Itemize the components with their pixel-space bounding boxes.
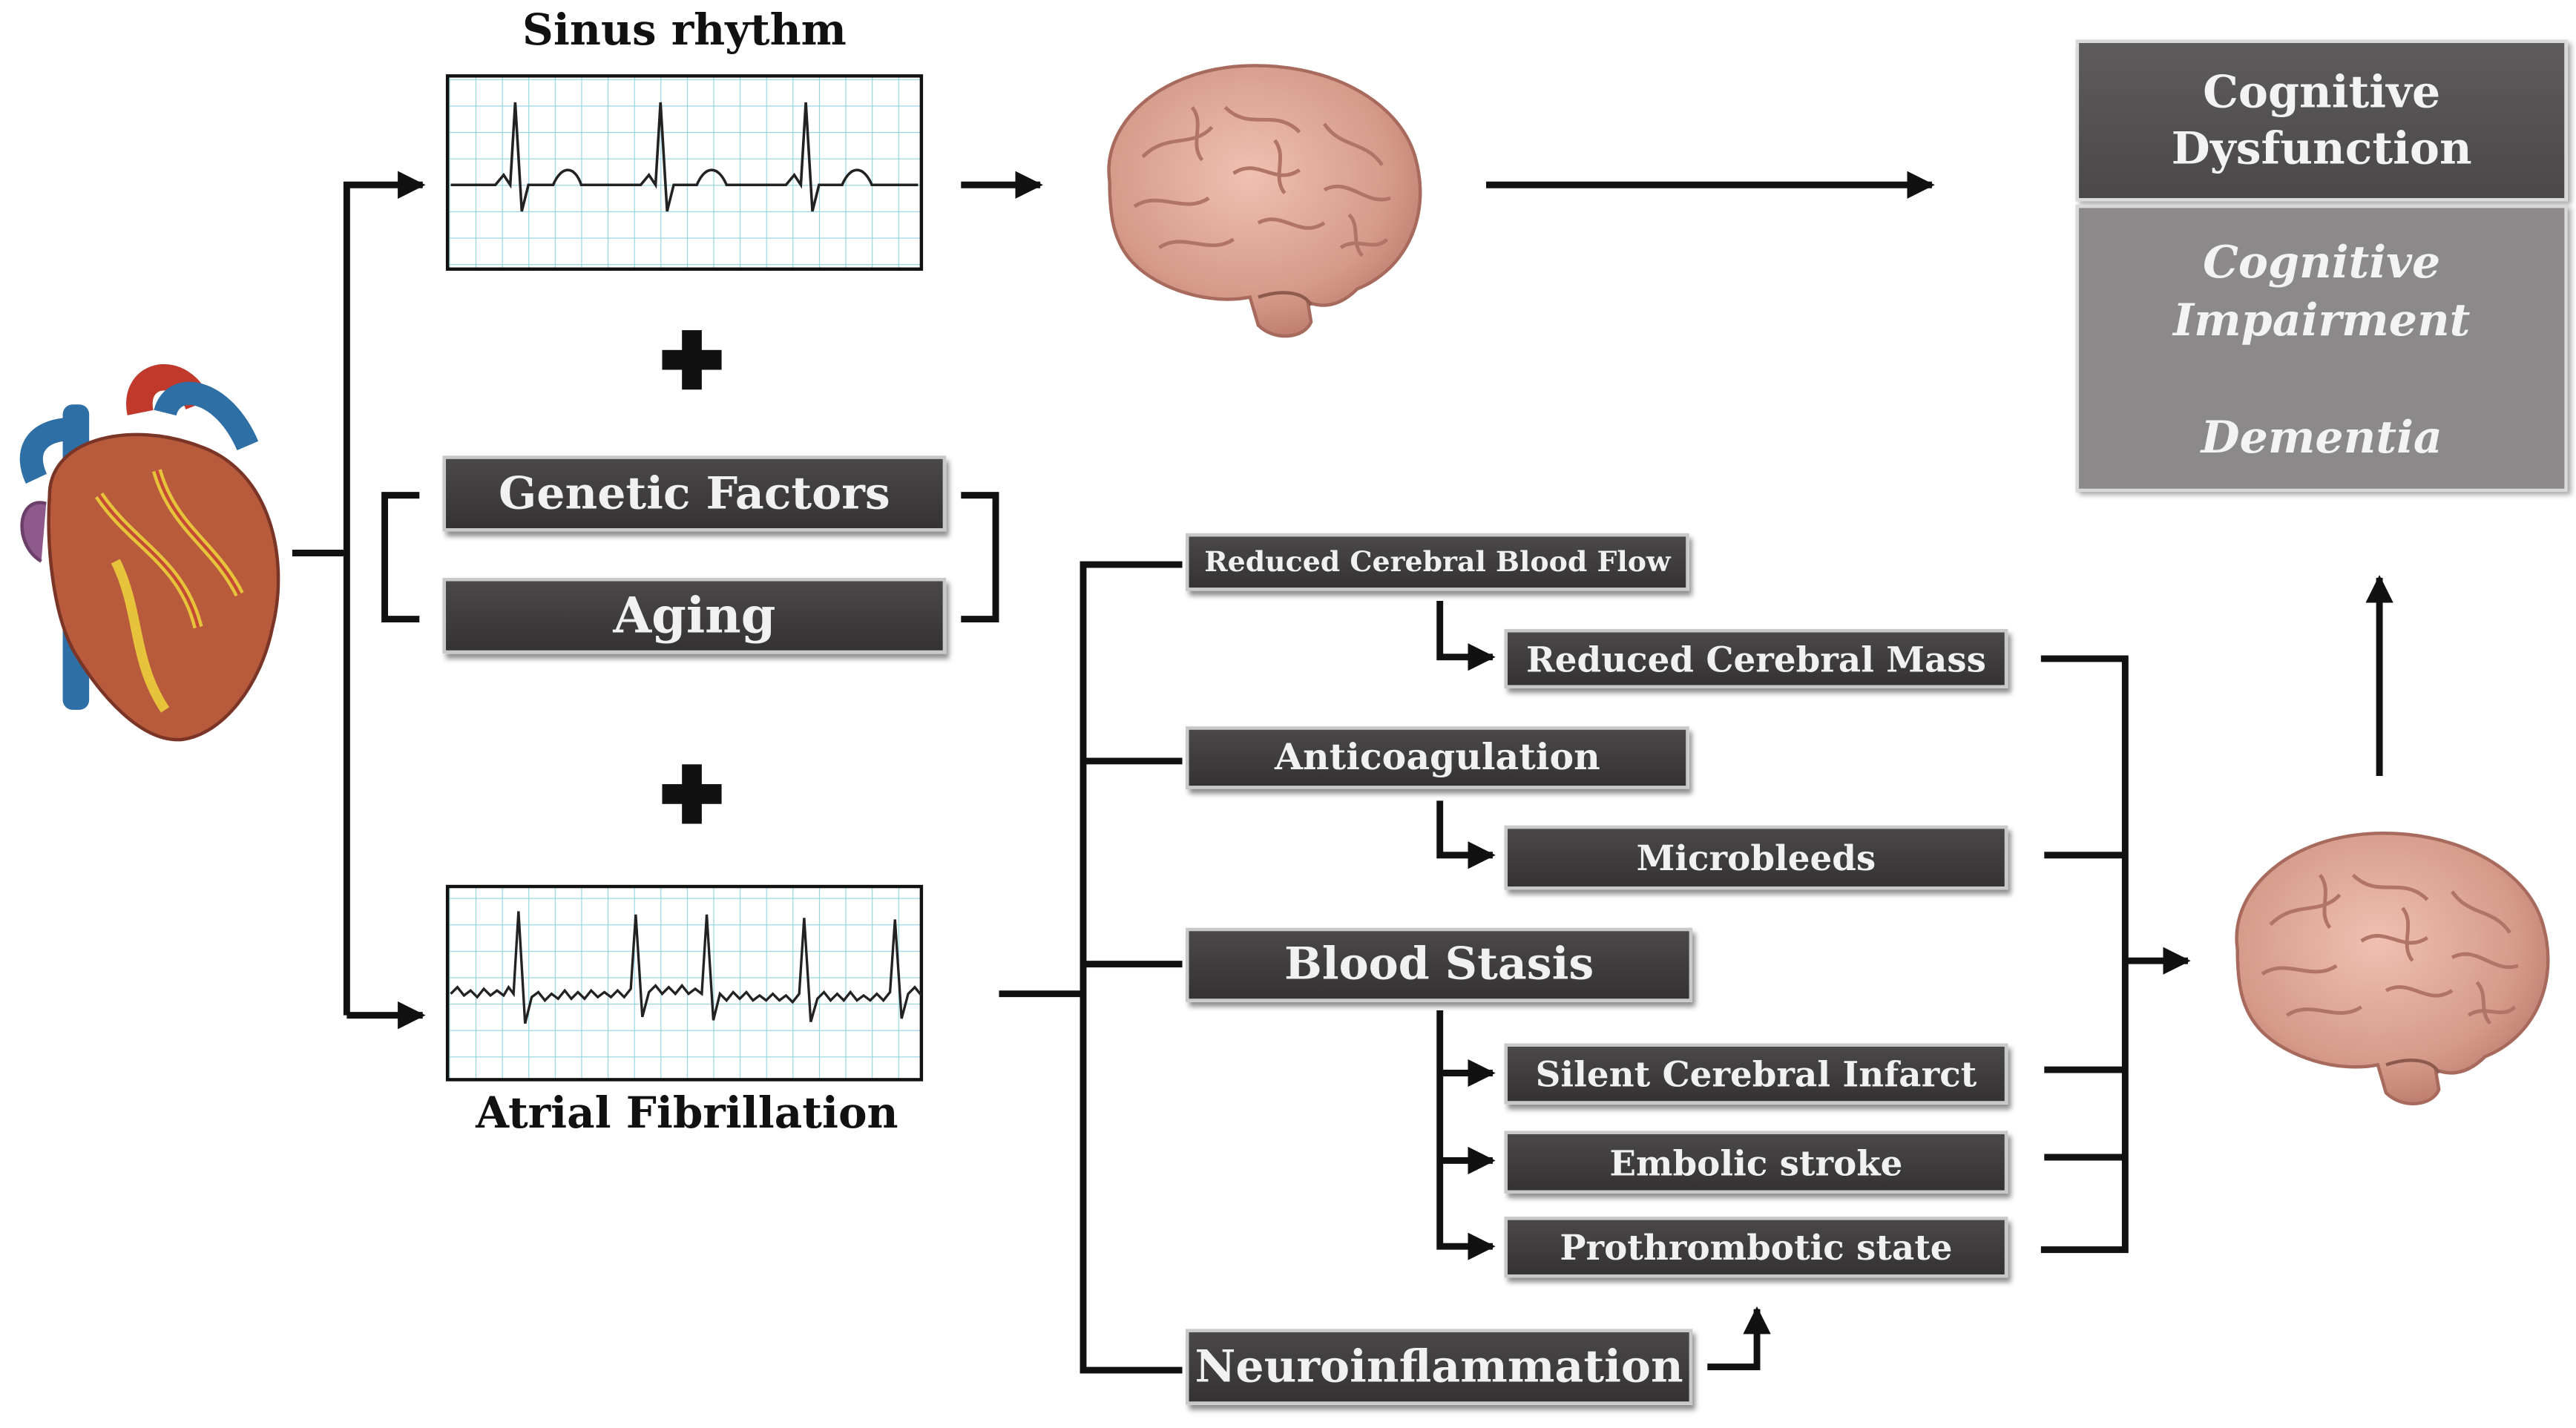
embolic-stroke-box: Embolic stroke [1504, 1131, 2008, 1194]
neuroinflammation-box: Neuroinflammation [1185, 1329, 1693, 1405]
reduced-cerebral-mass-box: Reduced Cerebral Mass [1504, 628, 2008, 688]
microbleeds-box: Microbleeds [1504, 825, 2008, 890]
aging-box: Aging [442, 577, 947, 654]
sinus-ecg-strip [445, 74, 924, 271]
impairment-dementia-box: Cognitive Impairment Dementia [2075, 204, 2568, 493]
anticoagulation-box: Anticoagulation [1185, 726, 1689, 789]
heart-illustration [19, 363, 280, 742]
reduced-cerebral-blood-flow-box: Reduced Cerebral Blood Flow [1185, 533, 1689, 591]
cognitive-dysfunction-box: Cognitive Dysfunction [2075, 39, 2568, 202]
atrial-fibrillation-label: Atrial Fibrillation [476, 1089, 898, 1139]
blood-stasis-box: Blood Stasis [1185, 927, 1693, 1002]
plus-icon [662, 764, 722, 824]
plus-icon [662, 330, 722, 390]
brain-image-bottom [2237, 833, 2549, 1104]
prothrombotic-state-box: Prothrombotic state [1504, 1217, 2008, 1278]
dementia-label: Dementia [2201, 412, 2442, 464]
silent-cerebral-infarct-box: Silent Cerebral Infarct [1504, 1043, 2008, 1105]
sinus-rhythm-label: Sinus rhythm [522, 6, 847, 56]
brain-image-top [1109, 65, 1421, 336]
cognitive-impairment-line1: Cognitive [2203, 237, 2441, 289]
af-ecg-strip [445, 884, 924, 1082]
cognitive-dysfunction-line2: Dysfunction [2171, 123, 2472, 175]
cognitive-impairment-line2: Impairment [2172, 295, 2471, 347]
genetic-factors-box: Genetic Factors [442, 455, 947, 532]
cognitive-dysfunction-line1: Cognitive [2203, 68, 2441, 119]
connector-lines [292, 171, 2393, 1374]
